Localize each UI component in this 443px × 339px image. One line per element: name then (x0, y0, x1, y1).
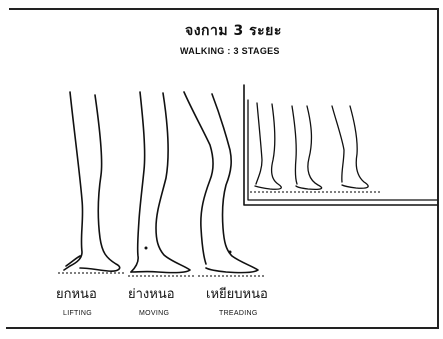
stage-3-label-thai: เหยียบหนอ (206, 283, 268, 304)
stage-2-label-thai: ย่างหนอ (128, 283, 175, 304)
moving-leg-drawing (128, 92, 195, 276)
lifting-leg-drawing (58, 92, 125, 273)
stage-1-label-english: LIFTING (63, 310, 92, 317)
stage-2-label-english: MOVING (139, 310, 169, 317)
inset-sequence-panel (244, 85, 437, 205)
treading-leg-drawing (184, 92, 265, 276)
stage-1-label-thai: ยกหนอ (56, 283, 97, 304)
stage-3-label-english: TREADING (219, 310, 258, 317)
